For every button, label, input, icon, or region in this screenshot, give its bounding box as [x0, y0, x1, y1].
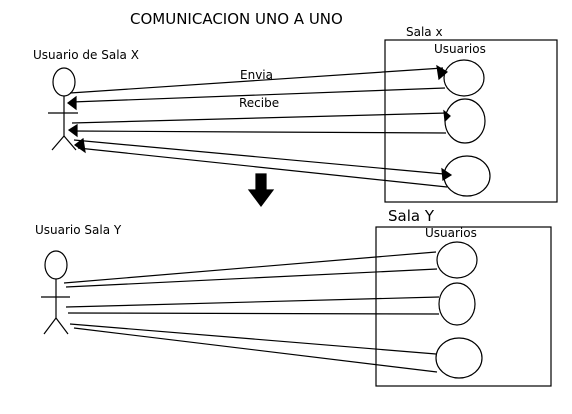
receive-label: Recibe: [239, 96, 280, 110]
bottom-line-1: [63, 251, 437, 284]
bottom-line-3: [65, 296, 440, 308]
top-connection-lines: [69, 67, 448, 188]
arrowhead-left-1: [67, 95, 77, 111]
top-room-box: [384, 39, 558, 203]
bottom-user-stick-figure: [41, 250, 70, 335]
top-room-label: Sala x: [406, 25, 443, 39]
send-line-1: [69, 67, 444, 94]
top-user-circle-1: [443, 59, 485, 97]
receive-line-1: [71, 87, 446, 103]
arrowhead-left-2: [67, 123, 78, 138]
bottom-line-2: [65, 268, 438, 288]
top-arrowheads: [67, 64, 453, 182]
send-line-2: [71, 112, 448, 124]
top-user-right-leg: [63, 135, 77, 151]
bottom-user-circle-3: [435, 337, 483, 379]
arrowhead-right-1: [436, 64, 449, 81]
bottom-user-circle-1: [436, 241, 478, 279]
send-line-3: [73, 139, 445, 175]
top-user-head: [52, 67, 76, 97]
bottom-line-5: [69, 323, 437, 355]
arrowhead-right-2: [443, 109, 451, 123]
bottom-line-4: [67, 312, 440, 315]
top-user-circle-2: [444, 98, 486, 144]
diagram-title: COMUNICACION UNO A UNO: [130, 10, 343, 28]
bottom-room-box: [375, 226, 552, 387]
arrowhead-left-3: [73, 137, 86, 154]
receive-line-3: [77, 147, 448, 188]
bottom-users-label: Usuarios: [425, 226, 477, 240]
receive-line-2: [71, 130, 447, 134]
down-arrow-icon: [247, 173, 275, 207]
send-label: Envia: [240, 68, 273, 82]
bottom-user-circle-2: [438, 282, 476, 326]
top-user-circle-3: [443, 155, 491, 197]
top-user-left-leg: [51, 135, 65, 151]
top-user-label: Usuario de Sala X: [33, 48, 139, 62]
bottom-user-label: Usuario Sala Y: [35, 223, 122, 237]
bottom-room-label: Sala Y: [388, 207, 435, 225]
bottom-connection-lines: [63, 251, 440, 373]
bottom-user-left-leg: [43, 317, 57, 335]
top-user-stick-figure: [48, 67, 78, 151]
top-users-label: Usuarios: [434, 42, 486, 56]
arrowhead-right-3: [441, 167, 453, 182]
bottom-user-head: [44, 250, 68, 280]
bottom-user-right-leg: [55, 317, 69, 335]
bottom-line-6: [73, 327, 438, 373]
